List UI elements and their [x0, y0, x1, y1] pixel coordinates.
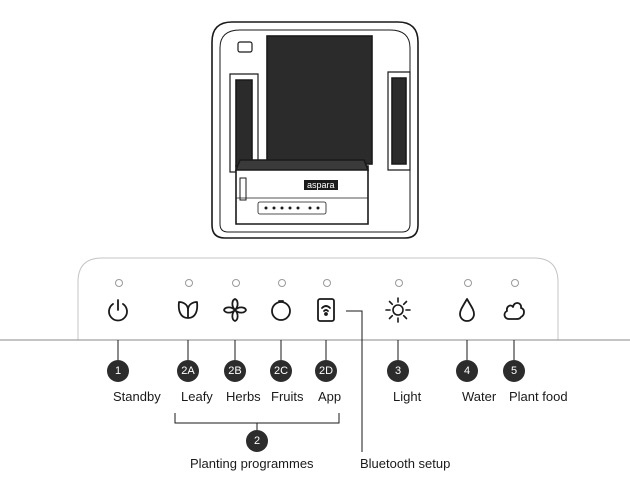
badge-leafy: 2A — [177, 360, 199, 382]
app-wifi-icon[interactable] — [312, 296, 340, 324]
indicator-light-standby — [115, 279, 123, 287]
badge-planting-programmes: 2 — [246, 430, 268, 452]
water-drop-icon[interactable] — [453, 296, 481, 324]
device-brand-label: aspara — [304, 180, 338, 190]
badge-herbs: 2B — [224, 360, 246, 382]
badge-standby: 1 — [107, 360, 129, 382]
leaf-icon[interactable] — [174, 296, 202, 324]
label-standby: Standby — [113, 389, 161, 404]
indicator-light-app — [323, 279, 331, 287]
label-planting-programmes: Planting programmes — [190, 456, 314, 471]
badge-water: 4 — [456, 360, 478, 382]
device-illustration — [211, 21, 419, 239]
programmes-bracket — [174, 413, 340, 430]
label-herbs: Herbs — [226, 389, 261, 404]
badge-app: 2D — [315, 360, 337, 382]
indicator-light-leafy — [185, 279, 193, 287]
indicator-light-fruits — [278, 279, 286, 287]
indicator-light-light — [395, 279, 403, 287]
herb-icon[interactable] — [221, 296, 249, 324]
control-panel-outline — [77, 257, 559, 340]
badge-plant-food: 5 — [503, 360, 525, 382]
label-light: Light — [393, 389, 422, 404]
label-fruits: Fruits — [271, 389, 304, 404]
indicator-light-plant-food — [511, 279, 519, 287]
connector-lines — [117, 340, 515, 360]
plant-food-icon[interactable] — [500, 296, 528, 324]
label-water: Water — [462, 389, 497, 404]
badge-fruits: 2C — [270, 360, 292, 382]
label-plant-food: Plant food — [509, 389, 568, 404]
power-icon[interactable] — [104, 296, 132, 324]
sun-icon[interactable] — [384, 296, 412, 324]
label-leafy: Leafy — [181, 389, 213, 404]
label-app: App — [318, 389, 342, 404]
indicator-light-herbs — [232, 279, 240, 287]
label-bluetooth-setup: Bluetooth setup — [360, 456, 451, 471]
badge-light: 3 — [387, 360, 409, 382]
indicator-light-water — [464, 279, 472, 287]
fruit-icon[interactable] — [267, 296, 295, 324]
bluetooth-leader-line — [346, 310, 363, 452]
